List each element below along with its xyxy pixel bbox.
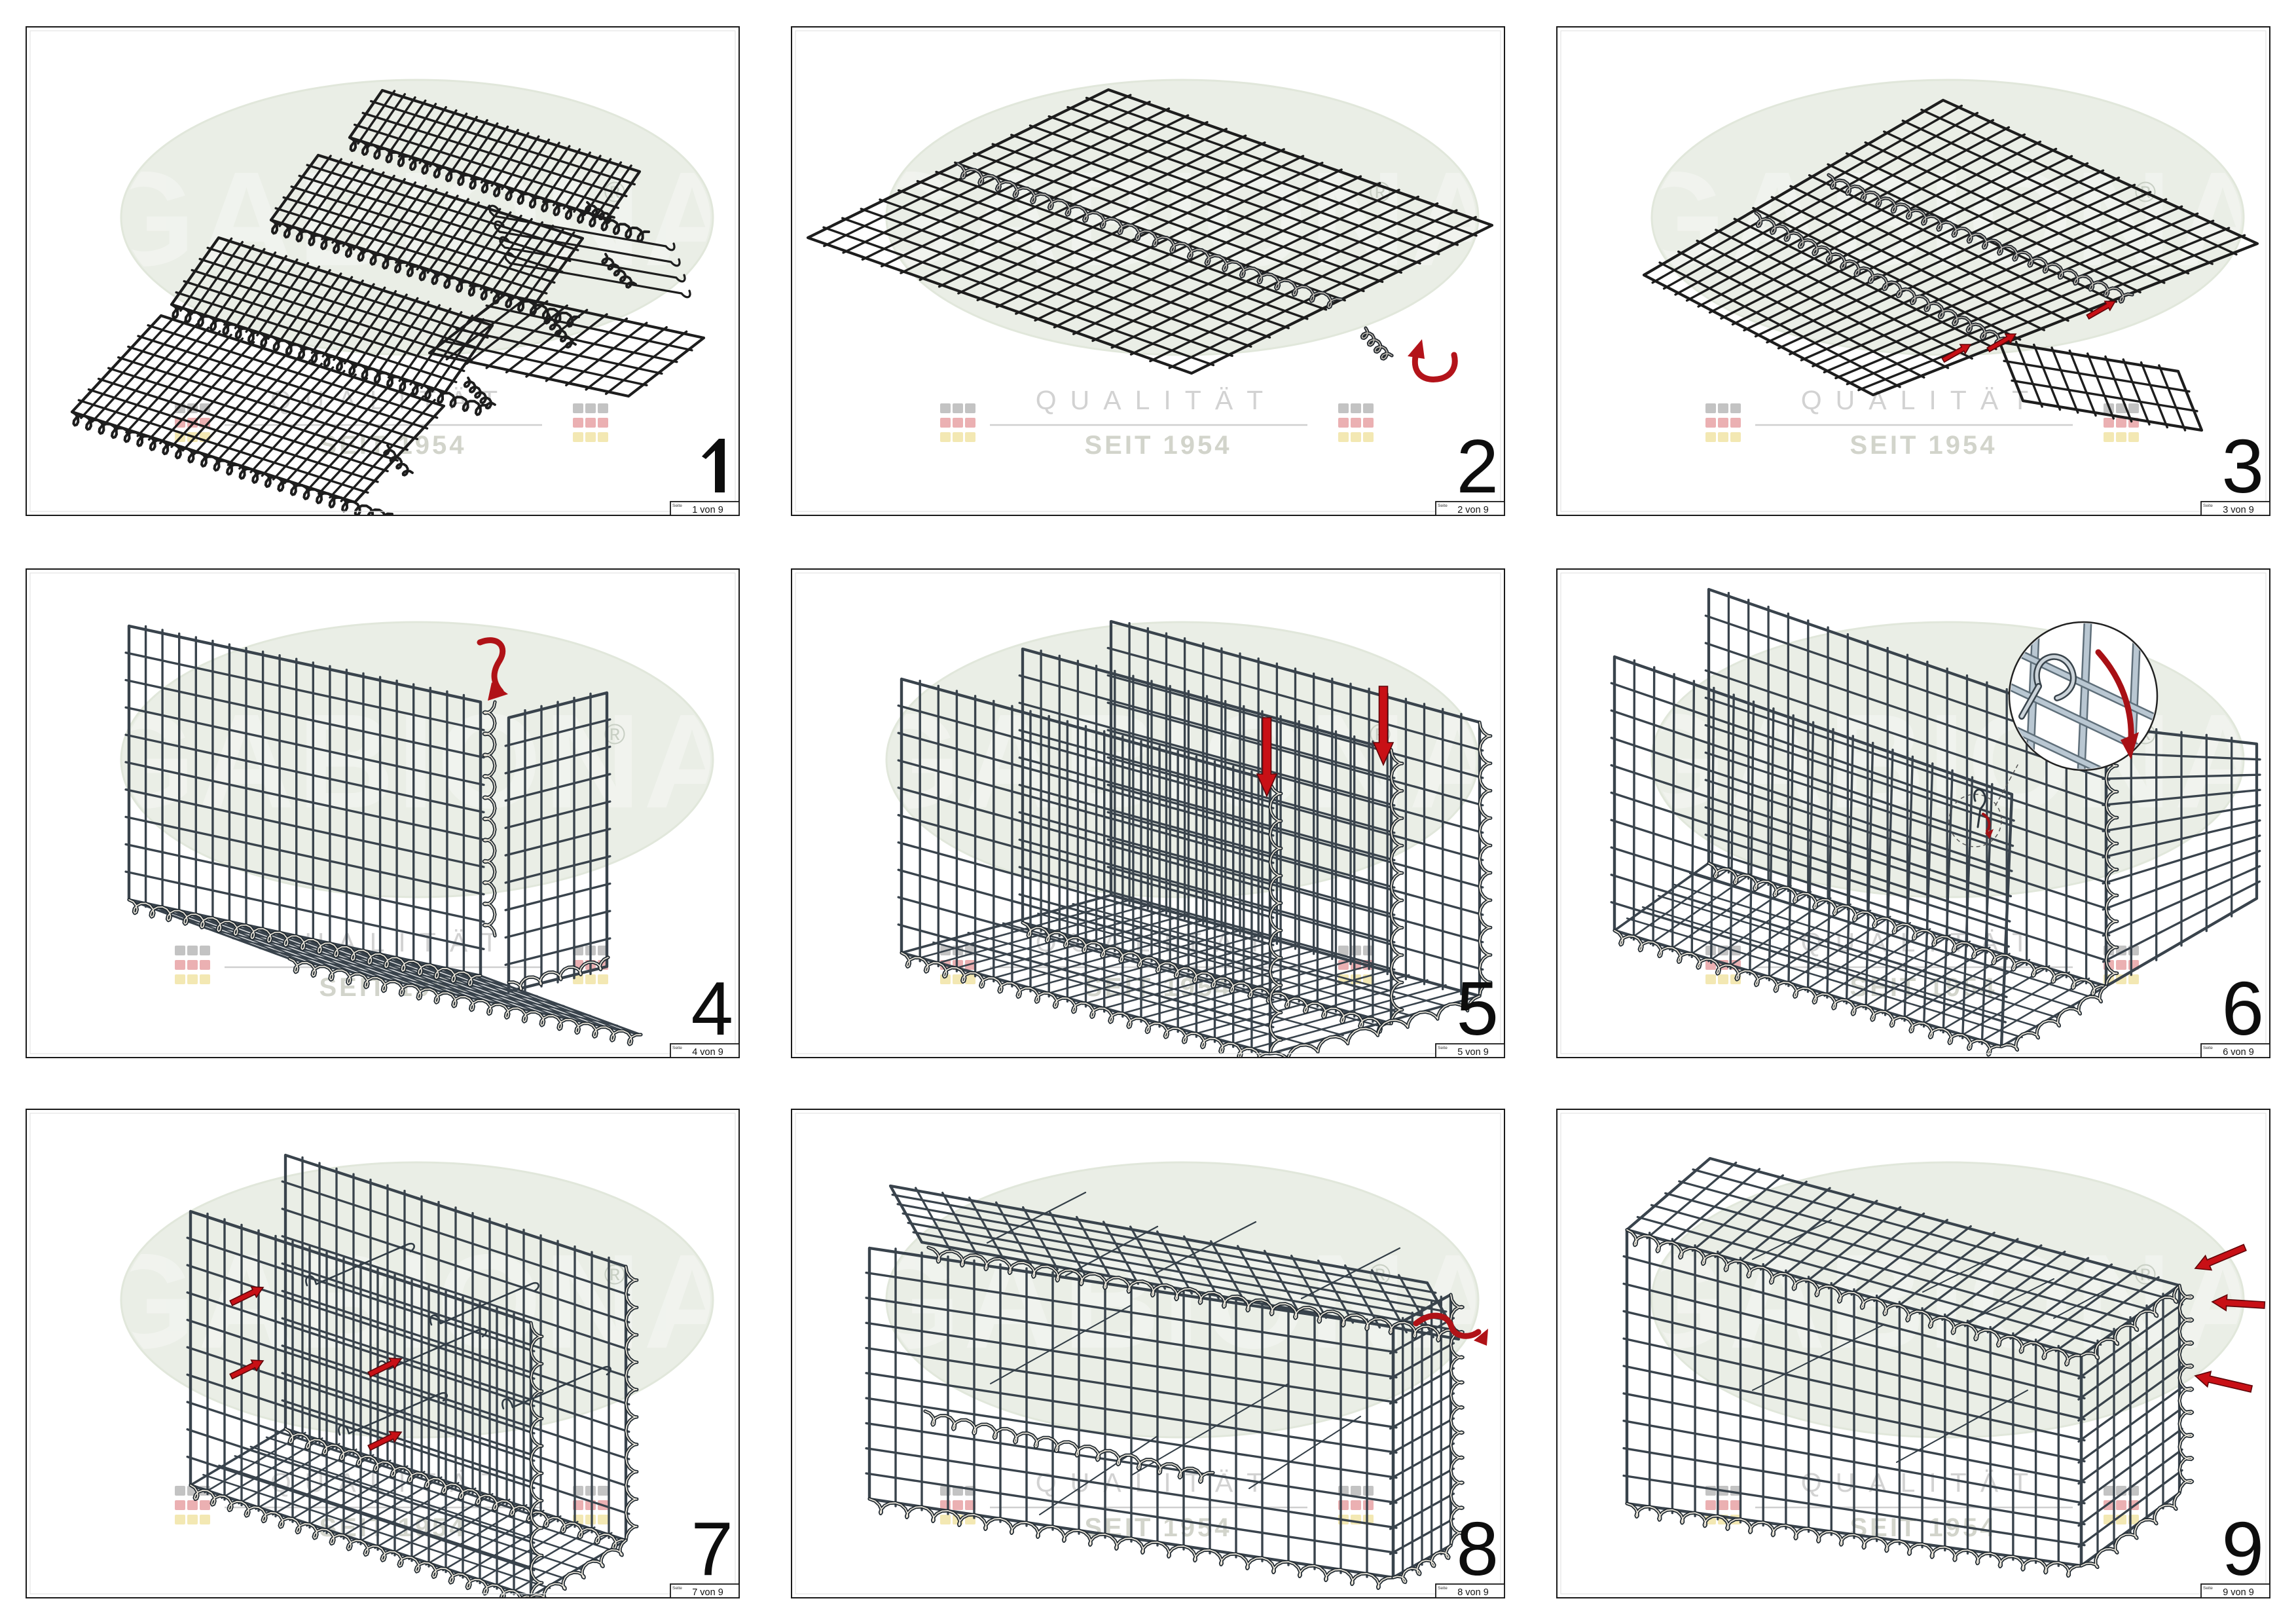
svg-text:9 von 9: 9 von 9 bbox=[2223, 1587, 2254, 1598]
svg-text:9: 9 bbox=[2221, 1506, 2264, 1591]
svg-text:6: 6 bbox=[2221, 966, 2264, 1051]
svg-text:2: 2 bbox=[1456, 424, 1499, 509]
svg-text:Seite: Seite bbox=[2203, 1046, 2213, 1050]
svg-text:Seite: Seite bbox=[672, 1586, 682, 1591]
svg-text:Seite: Seite bbox=[672, 504, 682, 508]
svg-text:Seite: Seite bbox=[1438, 504, 1448, 508]
svg-text:7: 7 bbox=[691, 1506, 733, 1591]
svg-text:4 von 9: 4 von 9 bbox=[692, 1047, 723, 1058]
svg-text:Seite: Seite bbox=[1438, 1046, 1448, 1050]
svg-text:5 von 9: 5 von 9 bbox=[1457, 1047, 1489, 1058]
svg-text:GABIONA: GABIONA bbox=[1622, 686, 2270, 836]
svg-text:Seite: Seite bbox=[1438, 1586, 1448, 1591]
svg-text:SEIT 1954: SEIT 1954 bbox=[1084, 431, 1231, 460]
svg-text:Seite: Seite bbox=[2203, 1586, 2213, 1591]
svg-text:GABIONA: GABIONA bbox=[91, 686, 740, 836]
svg-text:GABIONA: GABIONA bbox=[856, 686, 1505, 836]
svg-text:2 von 9: 2 von 9 bbox=[1457, 505, 1489, 515]
svg-text:3 von 9: 3 von 9 bbox=[2223, 505, 2254, 515]
svg-text:QUALITÄT: QUALITÄT bbox=[1036, 385, 1277, 415]
svg-text:GABIONA: GABIONA bbox=[856, 1227, 1505, 1376]
svg-text:Seite: Seite bbox=[672, 1046, 682, 1050]
svg-text:6 von 9: 6 von 9 bbox=[2223, 1047, 2254, 1058]
svg-text:8: 8 bbox=[1456, 1506, 1499, 1591]
svg-text:GABIONA: GABIONA bbox=[91, 1227, 740, 1376]
svg-text:4: 4 bbox=[691, 966, 733, 1051]
svg-text:Seite: Seite bbox=[2203, 504, 2213, 508]
svg-text:3: 3 bbox=[2221, 424, 2264, 509]
svg-text:5: 5 bbox=[1456, 966, 1499, 1051]
svg-text:QUALITÄT: QUALITÄT bbox=[1801, 385, 2042, 415]
svg-text:8 von 9: 8 von 9 bbox=[1457, 1587, 1489, 1598]
svg-text:7 von 9: 7 von 9 bbox=[692, 1587, 723, 1598]
svg-text:1 von 9: 1 von 9 bbox=[692, 505, 723, 515]
svg-text:SEIT 1954: SEIT 1954 bbox=[1850, 431, 1997, 460]
